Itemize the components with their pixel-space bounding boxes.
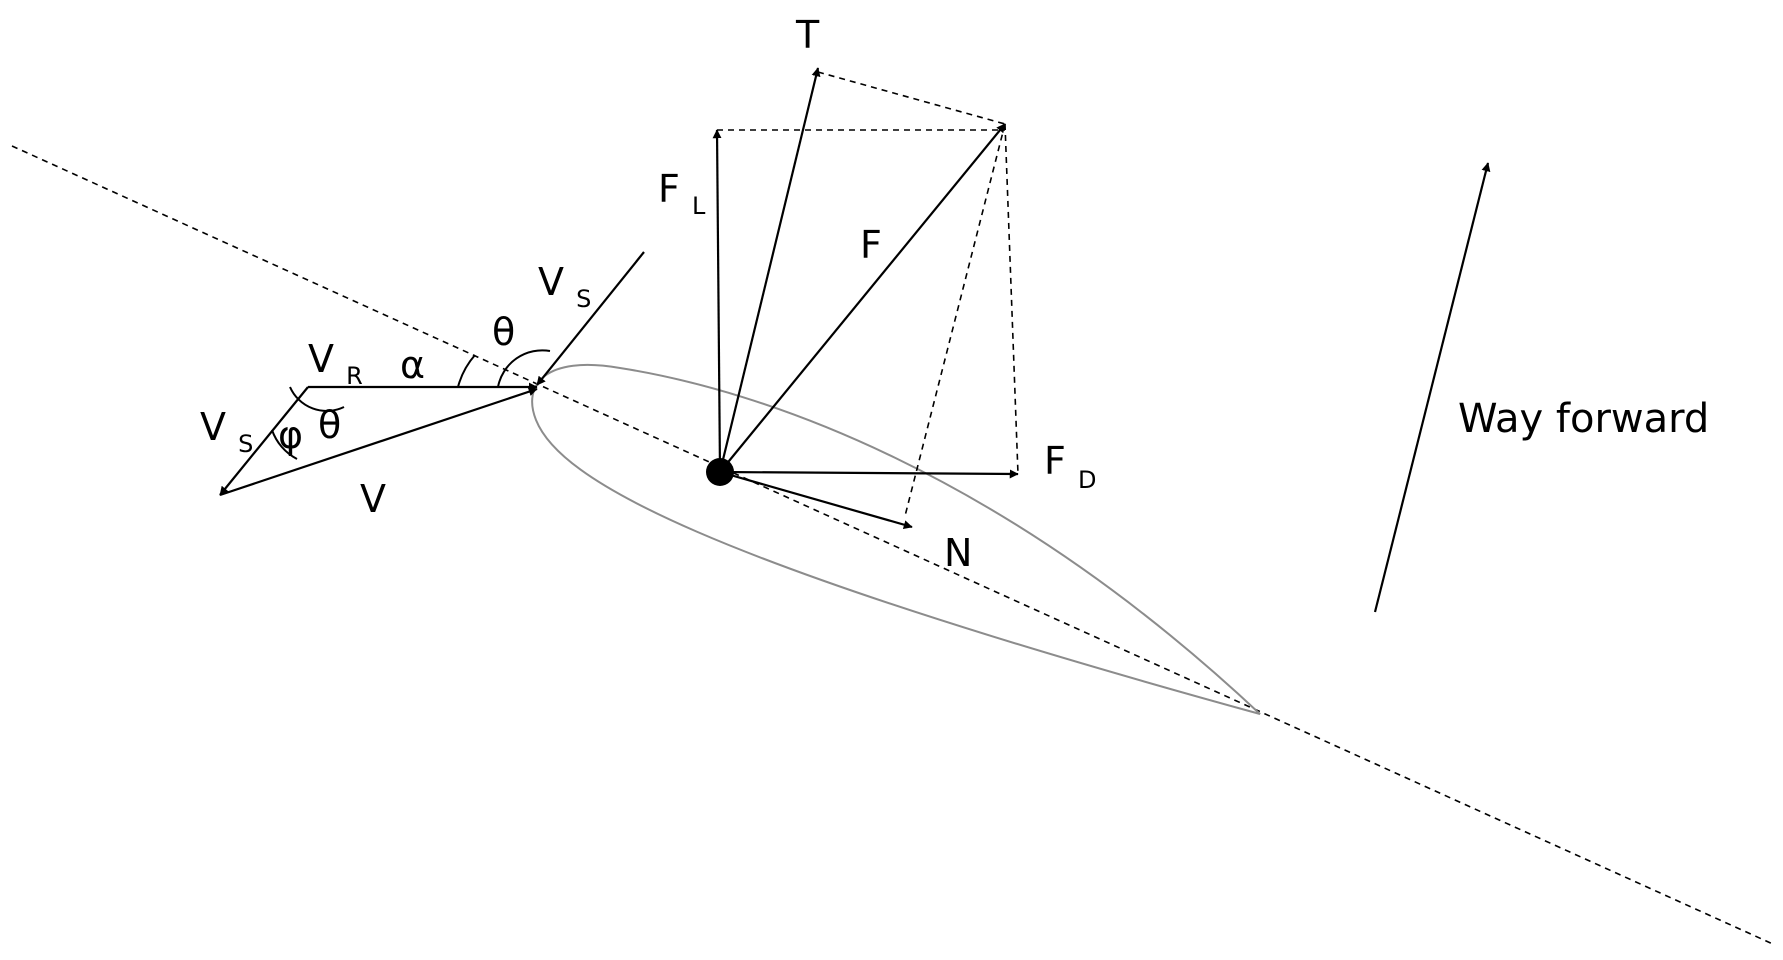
angle-arcs: [271, 349, 551, 460]
label-vs-top: V S: [538, 260, 591, 313]
vs-left-arrow: [219, 386, 309, 496]
normal-force-arrow: [719, 470, 913, 530]
alpha-arc: [457, 354, 476, 388]
label-theta-inner: θ: [318, 403, 341, 447]
airfoil-outline: [531, 363, 1261, 715]
label-t: T: [795, 13, 820, 57]
label-vs-left-sub: S: [238, 430, 253, 458]
label-fd-sub: D: [1078, 466, 1096, 494]
thrust-force-arrow: [718, 67, 821, 473]
label-fd-main: F: [1044, 439, 1066, 483]
label-vs-top-main: V: [538, 260, 564, 304]
resultant-force-arrow: [719, 123, 1006, 473]
label-vr: V R: [308, 337, 363, 390]
label-fl-sub: L: [692, 192, 706, 220]
force-vectors: [712, 67, 1019, 530]
label-fl: F L: [658, 167, 706, 220]
theta-inner-arc: [289, 386, 345, 412]
label-v: V: [360, 477, 386, 521]
vs-incoming-arrow: [536, 251, 645, 386]
label-n: N: [944, 531, 972, 575]
label-vs-top-sub: S: [576, 285, 591, 313]
label-vr-main: V: [308, 337, 334, 381]
chord-line: [11, 145, 1776, 946]
way-forward-arrow: [1373, 162, 1491, 613]
label-f: F: [860, 223, 882, 267]
v-arrow: [219, 387, 538, 497]
label-fl-main: F: [658, 167, 680, 211]
label-phi: φ: [278, 413, 303, 457]
label-vr-sub: R: [346, 362, 363, 390]
force-construction-lines: [717, 71, 1019, 517]
velocity-vectors: [219, 251, 645, 497]
label-alpha: α: [400, 343, 425, 387]
label-theta-top: θ: [492, 310, 515, 354]
label-fd: F D: [1044, 439, 1096, 494]
label-vs-left-main: V: [200, 405, 226, 449]
theta-top-arc: [497, 349, 551, 388]
label-vs-left: V S: [200, 405, 253, 458]
phi-arc: [271, 429, 298, 460]
label-way-forward: Way forward: [1458, 396, 1709, 442]
drag-force-arrow: [719, 469, 1019, 479]
lift-force-arrow: [712, 129, 722, 473]
